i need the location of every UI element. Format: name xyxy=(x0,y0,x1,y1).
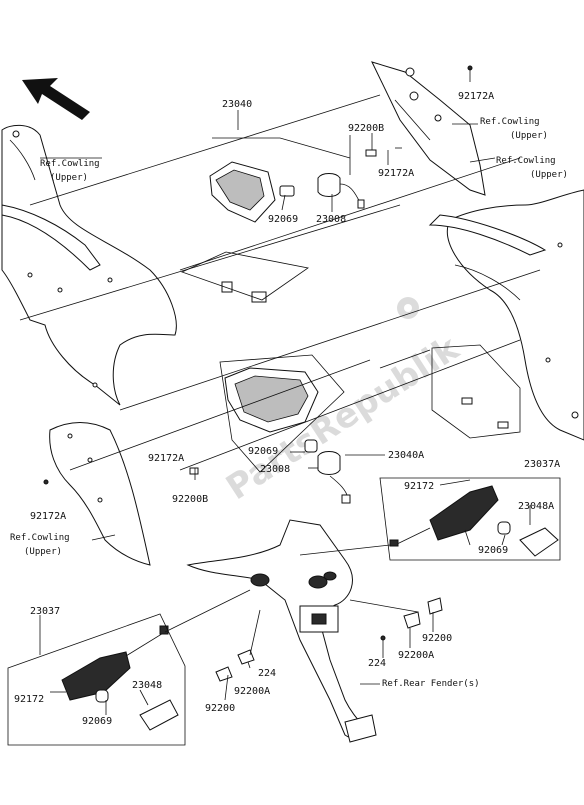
svg-text:(Upper): (Upper) xyxy=(530,170,568,180)
gear-icon xyxy=(397,297,419,319)
part-number: 23040A xyxy=(388,450,424,461)
part-number: 23008 xyxy=(316,214,346,225)
cowling-upper-bottom xyxy=(49,422,151,566)
direction-arrow-icon xyxy=(22,78,90,120)
part-number: 92069 xyxy=(248,446,278,457)
rear-fender xyxy=(186,519,377,743)
group-box-23037 xyxy=(7,613,186,746)
part-number: 23048 xyxy=(132,680,162,691)
part-number: 92172 xyxy=(404,481,434,492)
part-number: 23040 xyxy=(222,99,252,110)
leader-lines xyxy=(39,68,531,715)
cowling-upper-left xyxy=(1,124,177,406)
part-number: 23037A xyxy=(524,459,560,470)
tail-lamp-upper xyxy=(209,147,402,303)
guide-lines xyxy=(19,94,541,656)
ref-label-cowling-bottom: Ref.Cowling (Upper) xyxy=(10,533,70,557)
part-number: 92200 xyxy=(422,633,452,644)
part-number: 92172A xyxy=(458,91,494,102)
group-box-23040a xyxy=(219,344,521,473)
svg-text:Ref.Cowling: Ref.Cowling xyxy=(496,156,556,166)
svg-text:Ref.Cowling: Ref.Cowling xyxy=(480,117,540,127)
ref-label-rear-fender: Ref.Rear Fender(s) xyxy=(382,679,480,689)
svg-text:(Upper): (Upper) xyxy=(50,173,88,183)
part-number: 92172A xyxy=(378,168,414,179)
turn-signal-right xyxy=(389,485,559,557)
part-number: 92069 xyxy=(478,545,508,556)
part-number: 92200B xyxy=(172,494,208,505)
cowling-upper-top xyxy=(371,61,486,196)
svg-text:Ref.Cowling: Ref.Cowling xyxy=(40,159,100,169)
part-number: 224 xyxy=(258,668,276,679)
part-number: 92172 xyxy=(14,694,44,705)
svg-text:(Upper): (Upper) xyxy=(510,131,548,141)
ref-label-cowling-left: Ref.Cowling (Upper) xyxy=(40,159,100,183)
ref-label-cowling-right: Ref.Cowling (Upper) xyxy=(496,156,568,180)
part-number: 23037 xyxy=(30,606,60,617)
part-number: 23048A xyxy=(518,501,554,512)
part-number: 92069 xyxy=(268,214,298,225)
part-number: 92200A xyxy=(398,650,434,661)
part-number-labels: 23040 92200B 92172A 92172A 92069 23008 9… xyxy=(14,91,560,727)
svg-text:(Upper): (Upper) xyxy=(24,547,62,557)
part-number: 92069 xyxy=(82,716,112,727)
part-number: 92172A xyxy=(30,511,66,522)
svg-text:Ref.Cowling: Ref.Cowling xyxy=(10,533,70,543)
cowling-upper-right xyxy=(428,189,584,441)
part-number: 92200B xyxy=(348,123,384,134)
part-number: 92172A xyxy=(148,453,184,464)
part-number: 23008 xyxy=(260,464,290,475)
ref-label-cowling-top: Ref.Cowling (Upper) xyxy=(480,117,548,141)
group-box-23037a xyxy=(379,477,561,561)
part-number: 92200A xyxy=(234,686,270,697)
tail-lamp-middle xyxy=(189,367,509,504)
turn-signal-left xyxy=(61,625,179,731)
group-box-23040 xyxy=(180,137,351,301)
part-number: 92200 xyxy=(205,703,235,714)
part-number: 224 xyxy=(368,658,386,669)
